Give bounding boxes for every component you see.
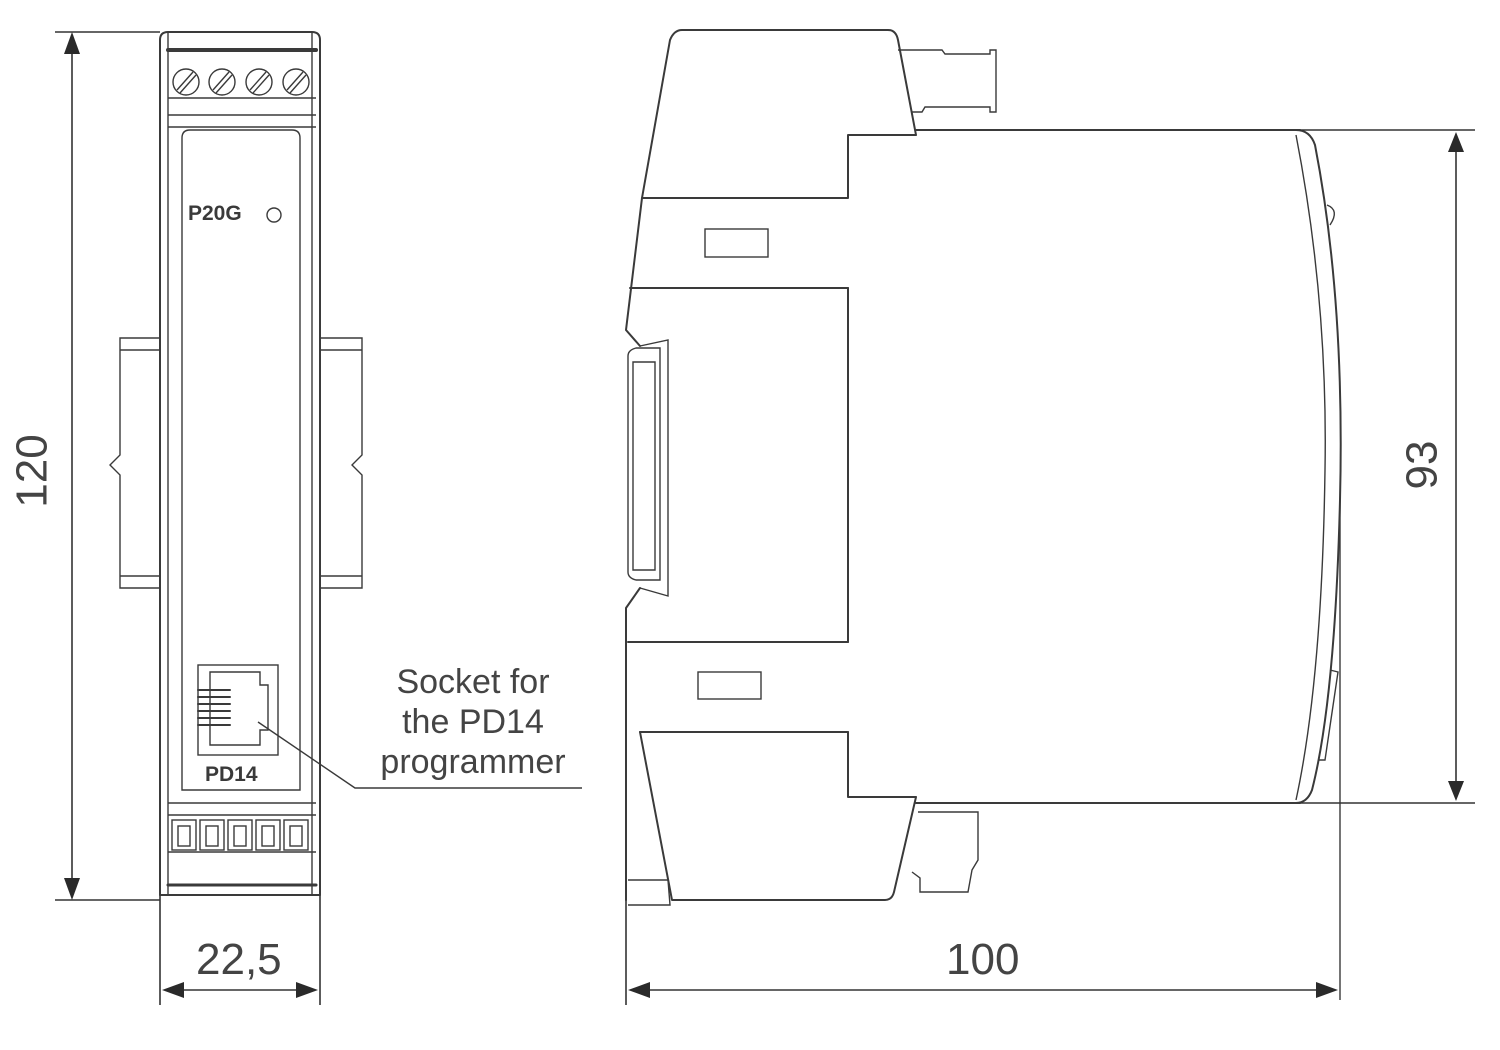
dimension-side-height: 93 [1397, 440, 1447, 490]
callout-leader [257, 721, 582, 789]
callout-line-1: Socket for [396, 663, 550, 701]
bottom-terminal-slots [171, 819, 309, 851]
rj-socket-icon [197, 664, 279, 756]
dimension-depth: 100 [946, 935, 1020, 984]
led-indicator-icon [266, 207, 282, 223]
socket-callout: Socket for the PD14 programmer [362, 662, 584, 782]
dimension-height: 120 [7, 434, 57, 508]
socket-label: PD14 [205, 763, 258, 786]
side-view [625, 29, 1342, 1000]
dimension-width: 22,5 [196, 935, 282, 984]
front-dimensions [55, 31, 321, 1005]
front-view [109, 31, 582, 896]
callout-line-2: the PD14 [402, 703, 544, 741]
callout-line-3: programmer [380, 743, 566, 781]
top-terminal-screws [172, 68, 310, 96]
model-label: P20G [188, 202, 242, 225]
side-dimensions [625, 129, 1475, 1005]
